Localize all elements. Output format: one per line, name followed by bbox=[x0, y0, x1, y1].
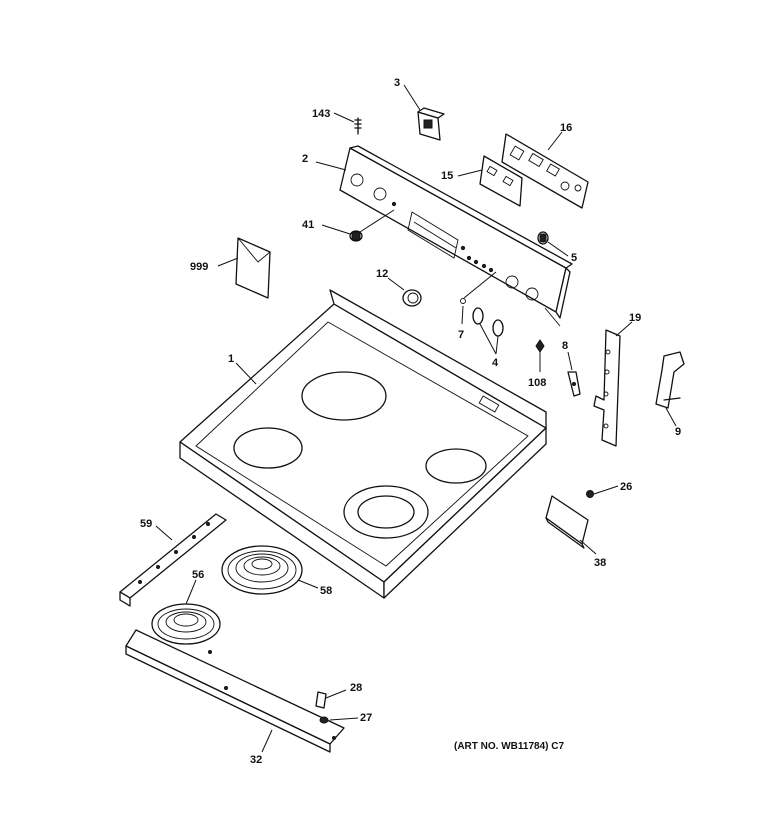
nut-26 bbox=[586, 490, 594, 498]
control-panel-backsplash bbox=[339, 145, 573, 327]
callout-27: 27 bbox=[360, 712, 372, 724]
callout-38: 38 bbox=[594, 557, 606, 569]
screw-143 bbox=[354, 117, 362, 135]
cooktop-glass bbox=[179, 289, 547, 599]
mounting-bracket bbox=[119, 513, 227, 607]
literature-envelope bbox=[235, 237, 271, 299]
callout-1: 1 bbox=[228, 353, 234, 365]
callout-12: 12 bbox=[376, 268, 388, 280]
control-board bbox=[501, 133, 589, 209]
side-bracket bbox=[593, 329, 621, 447]
callout-8: 8 bbox=[562, 340, 568, 352]
screw-27 bbox=[319, 716, 329, 724]
callout-4: 4 bbox=[492, 357, 499, 369]
callout-108: 108 bbox=[528, 377, 546, 389]
knob-41 bbox=[349, 230, 363, 242]
terminal-28 bbox=[315, 691, 327, 709]
callout-2: 2 bbox=[302, 153, 308, 165]
callout-7: 7 bbox=[458, 329, 464, 341]
callout-labels: 1 2 3 4 5 7 8 9 12 15 16 19 26 27 28 32 … bbox=[140, 77, 681, 766]
clip-108 bbox=[535, 339, 545, 353]
callout-3: 3 bbox=[394, 77, 400, 89]
knob-5 bbox=[537, 231, 549, 245]
callout-5: 5 bbox=[571, 252, 577, 264]
knob-pair bbox=[460, 298, 504, 337]
surface-burner-large bbox=[221, 545, 303, 595]
switch-block bbox=[417, 107, 445, 141]
callout-58: 58 bbox=[320, 585, 332, 597]
leader-lines bbox=[155, 84, 677, 753]
callout-999: 999 bbox=[190, 261, 208, 273]
callout-56: 56 bbox=[192, 569, 204, 581]
callout-143: 143 bbox=[312, 108, 330, 120]
surface-burner-small bbox=[151, 603, 221, 645]
art-number: (ART NO. WB11784) C7 bbox=[454, 741, 564, 752]
callout-28: 28 bbox=[350, 682, 362, 694]
callout-41: 41 bbox=[302, 219, 314, 231]
callout-9: 9 bbox=[675, 426, 681, 438]
burner-box bbox=[125, 629, 345, 753]
cover-38 bbox=[545, 495, 589, 549]
callout-26: 26 bbox=[620, 481, 632, 493]
callout-59: 59 bbox=[140, 518, 152, 530]
knob-12 bbox=[402, 289, 422, 307]
callout-15: 15 bbox=[441, 170, 453, 182]
callout-16: 16 bbox=[560, 122, 572, 134]
end-cap bbox=[655, 351, 685, 409]
callout-19: 19 bbox=[629, 312, 641, 324]
bracket-8 bbox=[567, 371, 581, 397]
callout-32: 32 bbox=[250, 754, 262, 766]
overlay-membrane bbox=[479, 155, 523, 207]
